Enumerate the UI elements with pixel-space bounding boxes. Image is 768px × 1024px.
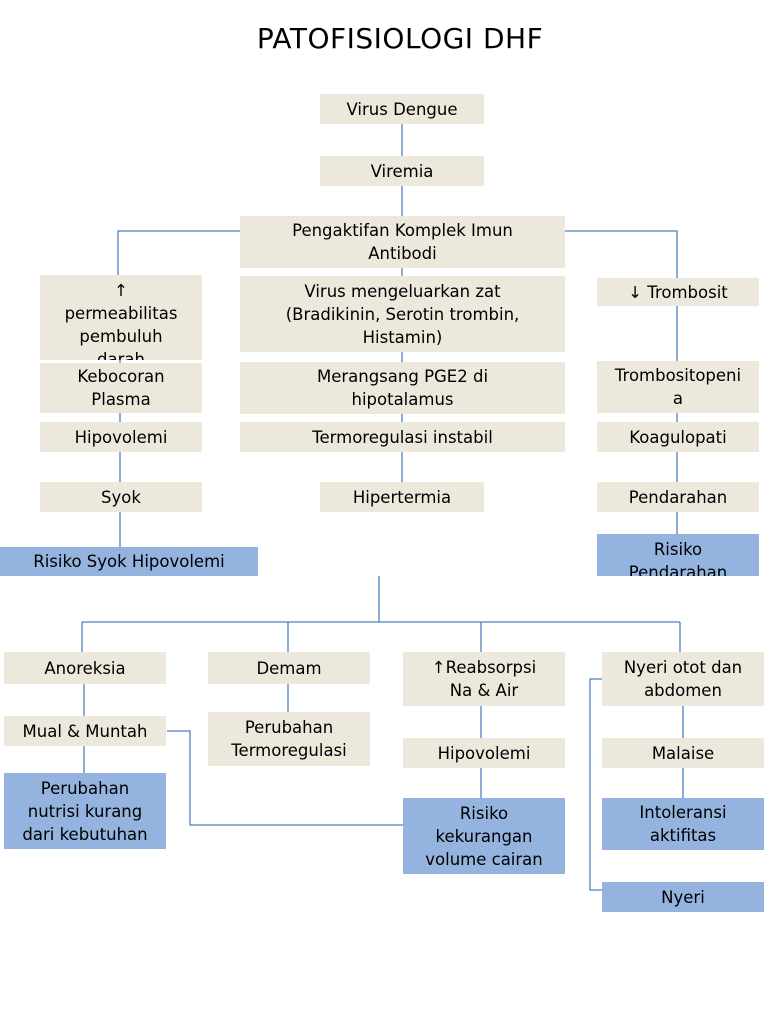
node-termoregulasi-instabil: Termoregulasi instabil [240,422,565,452]
diagnosis-risiko-syok-hipovolemi: Risiko Syok Hipovolemi [0,547,258,576]
node-demam: Demam [208,652,370,684]
diagnosis-risiko-kekurangan-cairan: Risiko kekurangan volume cairan [403,798,565,874]
node-hipertermia: Hipertermia [320,482,484,512]
node-kebocoran-plasma: Kebocoran Plasma [40,363,202,413]
node-trombosit: ↓ Trombosit [597,278,759,306]
node-mual-muntah: Mual & Muntah [4,716,166,746]
diagnosis-risiko-pendarahan: Risiko Pendarahan [597,534,759,576]
node-trombositopenia: Trombositopeni a [597,361,759,413]
node-virus-dengue: Virus Dengue [320,94,484,124]
node-pengaktifan-komplek-imun: Pengaktifan Komplek Imun Antibodi [240,216,565,268]
node-koagulopati: Koagulopati [597,422,759,452]
node-merangsang-pge2: Merangsang PGE2 di hipotalamus [240,362,565,414]
node-malaise: Malaise [602,738,764,768]
node-permeabilitas: ↑ permeabilitas pembuluh darah [40,275,202,360]
page-title: PATOFISIOLOGI DHF [256,22,544,55]
node-hipovolemi-upper: Hipovolemi [40,422,202,452]
node-virus-mengeluarkan-zat: Virus mengeluarkan zat (Bradikinin, Sero… [240,276,565,352]
node-perubahan-termoregulasi: Perubahan Termoregulasi [208,712,370,766]
diagnosis-intoleransi-aktifitas: Intoleransi aktifitas [602,798,764,850]
node-hipovolemi-lower: Hipovolemi [403,738,565,768]
node-syok: Syok [40,482,202,512]
diagnosis-perubahan-nutrisi: Perubahan nutrisi kurang dari kebutuhan [4,773,166,849]
node-anoreksia: Anoreksia [4,652,166,684]
node-pendarahan: Pendarahan [597,482,759,512]
diagnosis-nyeri: Nyeri [602,882,764,912]
node-reabsorpsi: ↑Reabsorpsi Na & Air [403,652,565,706]
node-nyeri-otot-abdomen: Nyeri otot dan abdomen [602,652,764,706]
node-viremia: Viremia [320,156,484,186]
